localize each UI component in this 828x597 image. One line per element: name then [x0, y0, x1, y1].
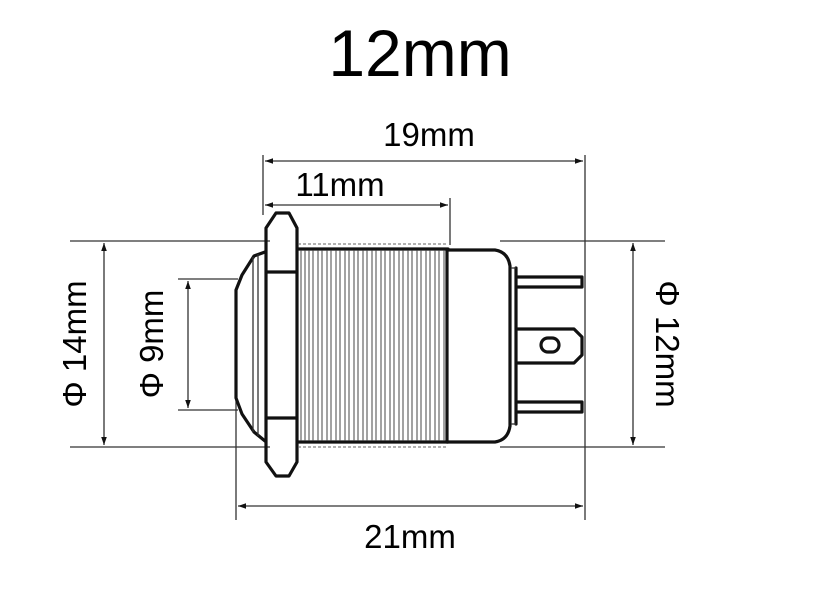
- dim-label-19mm: 19mm: [383, 116, 475, 153]
- thread-lines: [300, 250, 445, 441]
- rear-body: [445, 248, 512, 444]
- dim-label-9mm: Φ 9mm: [133, 290, 170, 399]
- dim-label-21mm: 21mm: [364, 518, 456, 555]
- dim-label-11mm: 11mm: [295, 166, 384, 203]
- terminal-hole: [539, 336, 561, 354]
- terminal-top: [516, 275, 584, 289]
- terminal-bottom: [516, 400, 584, 414]
- terminal-middle: [516, 327, 584, 365]
- hex-nut: [264, 211, 299, 478]
- switch-drawing: [234, 211, 584, 478]
- dimension-arrows: [101, 158, 636, 509]
- diagram-title: 12mm: [328, 16, 511, 90]
- bezel-head: [234, 250, 267, 443]
- dim-label-14mm: Φ 14mm: [56, 280, 93, 407]
- dim-label-12mm: Φ 12mm: [649, 280, 686, 407]
